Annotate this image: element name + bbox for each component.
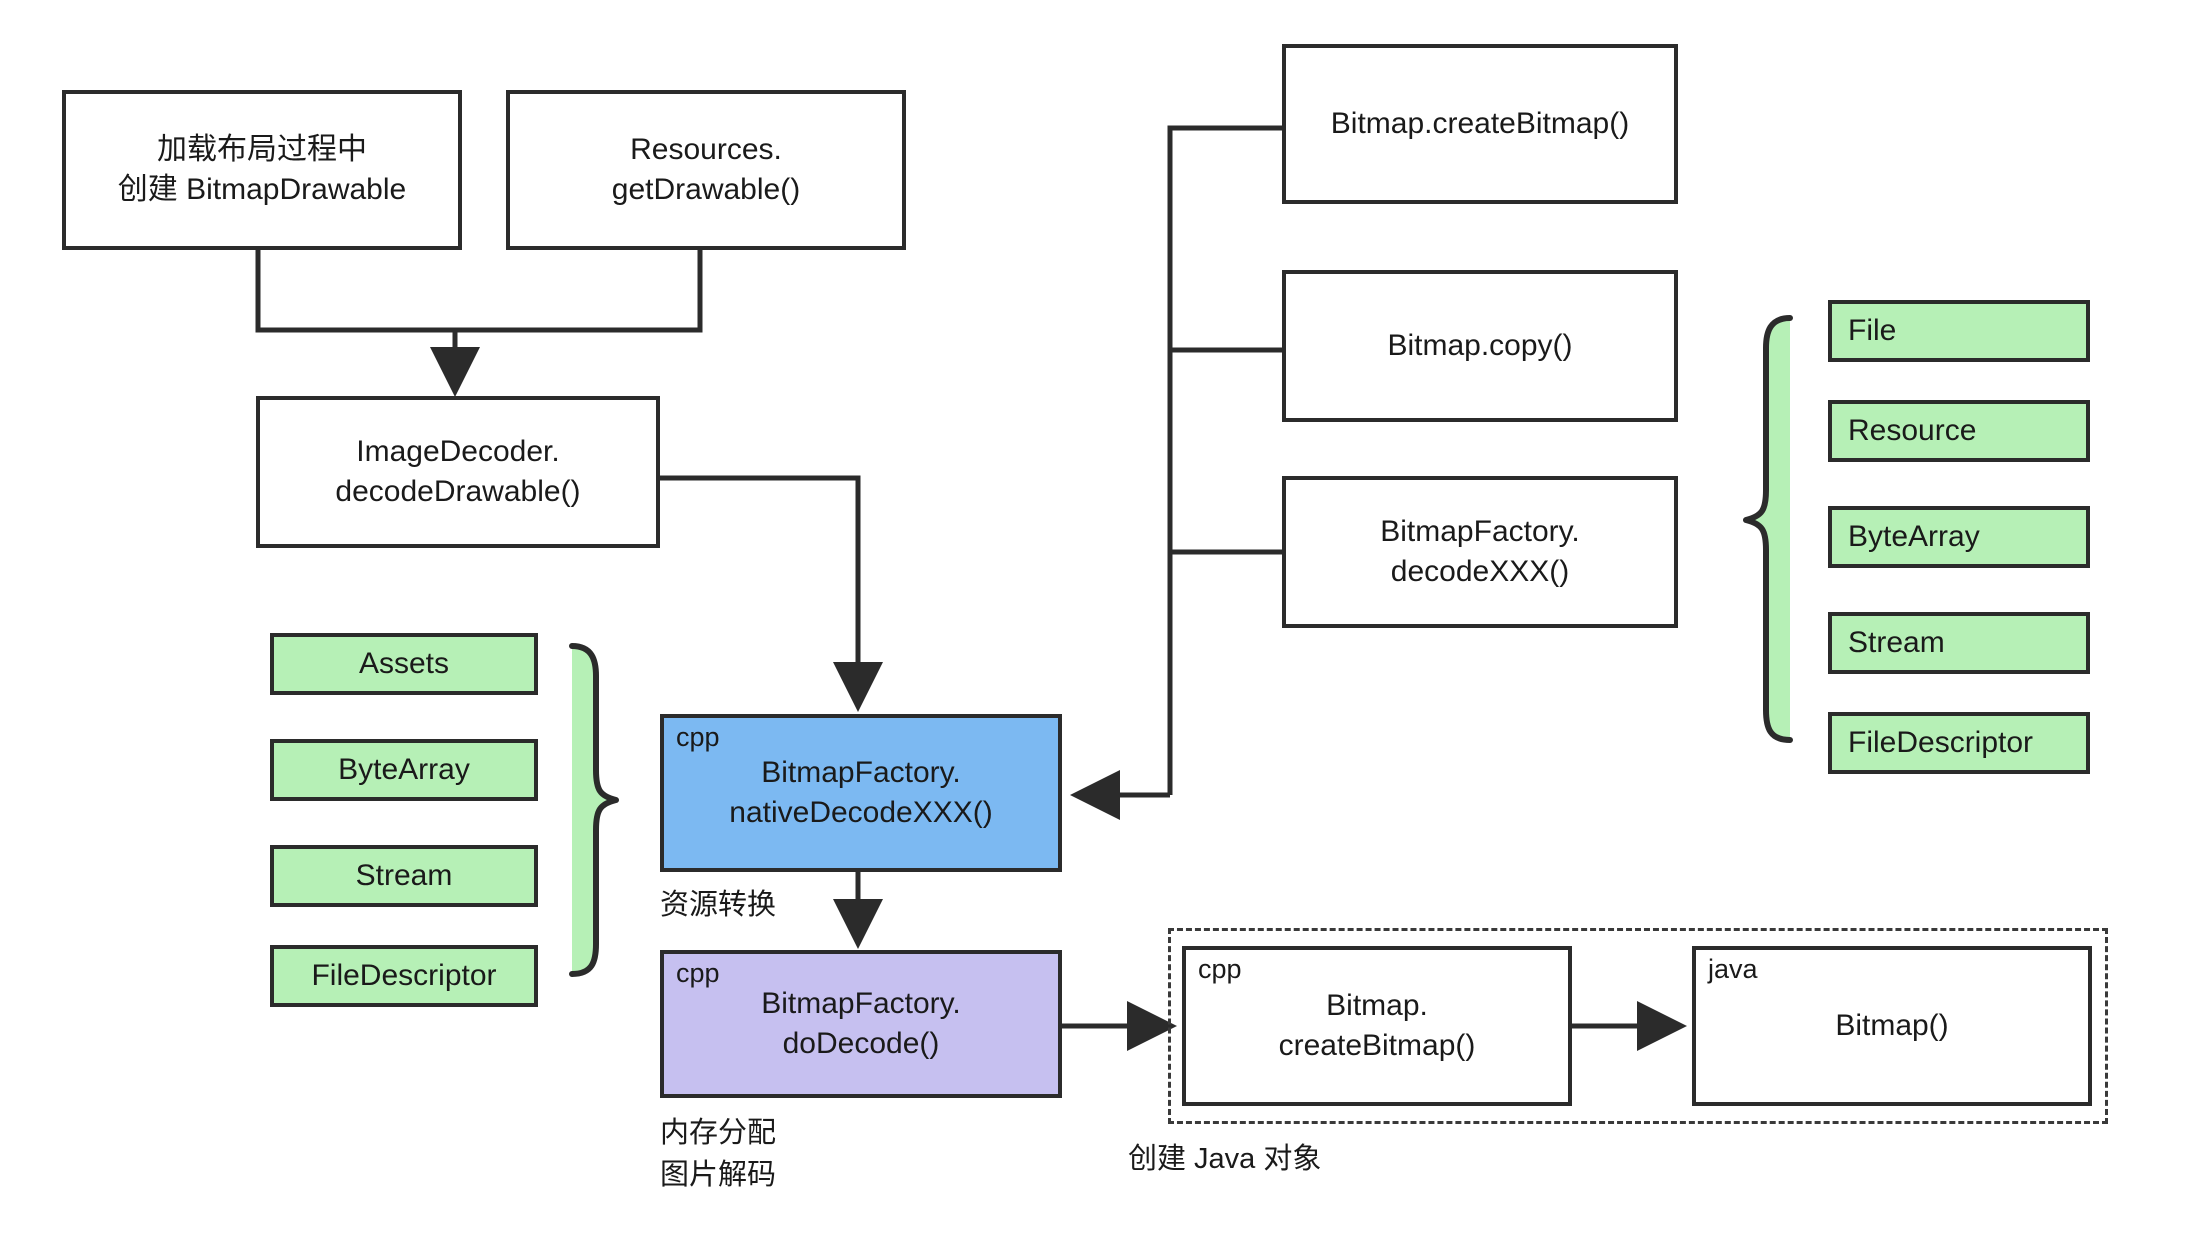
group-create-java-object xyxy=(1168,928,2108,1124)
node-bitmap-copy[interactable]: Bitmap.copy() xyxy=(1282,270,1678,422)
source-right-resource[interactable]: Resource xyxy=(1828,400,2090,462)
node-bitmapfactory-nativedecodexxx[interactable]: cpp BitmapFactory. nativeDecodeXXX() xyxy=(660,714,1062,872)
source-left-stream[interactable]: Stream xyxy=(270,845,538,907)
caption-create-java-object: 创建 Java 对象 xyxy=(1128,1143,1322,1175)
source-left-assets[interactable]: Assets xyxy=(270,633,538,695)
source-left-bytearray[interactable]: ByteArray xyxy=(270,739,538,801)
node-label: Bitmap() xyxy=(1835,1008,1949,1042)
node-label: Bitmap. createBitmap() xyxy=(1278,988,1476,1063)
lang-tag-cpp-nativedecode: cpp xyxy=(676,722,720,752)
node-label: BitmapFactory. nativeDecodeXXX() xyxy=(729,755,993,830)
node-java-bitmap-constructor[interactable]: java Bitmap() xyxy=(1692,946,2092,1106)
caption-memory-decode: 内存分配 图片解码 xyxy=(660,1117,777,1192)
lang-tag-cpp-createbitmap: cpp xyxy=(1198,954,1242,984)
lang-tag-java-bitmap: java xyxy=(1708,954,1758,984)
source-right-stream[interactable]: Stream xyxy=(1828,612,2090,674)
connector-imagedecoder-to-nativedecode xyxy=(660,475,883,712)
node-bitmap-createbitmap-api[interactable]: Bitmap.createBitmap() xyxy=(1282,44,1678,204)
source-right-file[interactable]: File xyxy=(1828,300,2090,362)
connector-load-to-imagedecoder xyxy=(255,250,703,397)
node-load-layout-bitmapdrawable[interactable]: 加载布局过程中 创建 BitmapDrawable xyxy=(62,90,462,250)
brace-left-sources xyxy=(569,643,619,977)
node-imagedecoder-decodedrawable[interactable]: ImageDecoder. decodeDrawable() xyxy=(256,396,660,548)
connector-right-apis-to-nativedecode xyxy=(1070,125,1282,820)
lang-tag-cpp-dodecode: cpp xyxy=(676,958,720,988)
node-label: BitmapFactory. doDecode() xyxy=(761,986,961,1061)
source-left-filedescriptor[interactable]: FileDescriptor xyxy=(270,945,538,1007)
node-cpp-bitmap-createbitmap[interactable]: cpp Bitmap. createBitmap() xyxy=(1182,946,1572,1106)
node-bitmapfactory-dodecode[interactable]: cpp BitmapFactory. doDecode() xyxy=(660,950,1062,1098)
node-resources-getdrawable[interactable]: Resources. getDrawable() xyxy=(506,90,906,250)
caption-resource-convert: 资源转换 xyxy=(660,889,777,921)
source-right-bytearray[interactable]: ByteArray xyxy=(1828,506,2090,568)
source-right-filedescriptor[interactable]: FileDescriptor xyxy=(1828,712,2090,774)
node-bitmapfactory-decodexxx[interactable]: BitmapFactory. decodeXXX() xyxy=(1282,476,1678,628)
brace-right-sources xyxy=(1743,315,1793,743)
